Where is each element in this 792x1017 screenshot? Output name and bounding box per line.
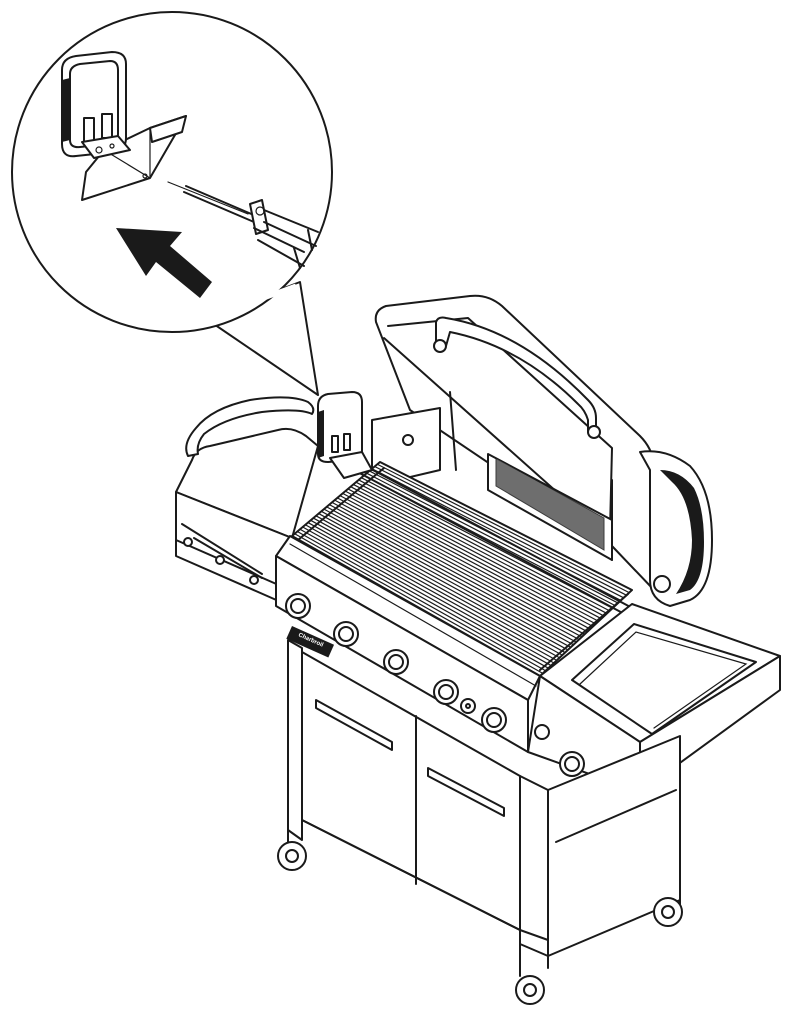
control-panel: Charbroil	[275, 535, 541, 783]
burner-knobs	[285, 593, 507, 733]
burner-knob	[460, 698, 476, 714]
detail-callout	[11, 11, 333, 396]
mounted-rotisserie-motor	[317, 391, 373, 479]
burner-knob	[433, 679, 459, 705]
burner-knob	[481, 707, 507, 733]
burner-knob	[285, 593, 311, 619]
left-side-shelf	[175, 396, 319, 607]
grill-spit-rod	[353, 459, 637, 611]
burner-knob	[383, 649, 409, 675]
spit-rod-icon	[167, 181, 319, 269]
open-lid	[374, 294, 713, 607]
grill-icon: Charbroil	[175, 294, 781, 1005]
rotisserie-motor-icon	[61, 51, 131, 159]
cabinet	[287, 639, 681, 977]
brand-badge	[286, 626, 335, 658]
callout-circle	[11, 11, 333, 333]
burner-knob	[333, 621, 359, 647]
insertion-arrow-icon	[116, 228, 212, 298]
caster-wheels	[277, 841, 683, 1005]
